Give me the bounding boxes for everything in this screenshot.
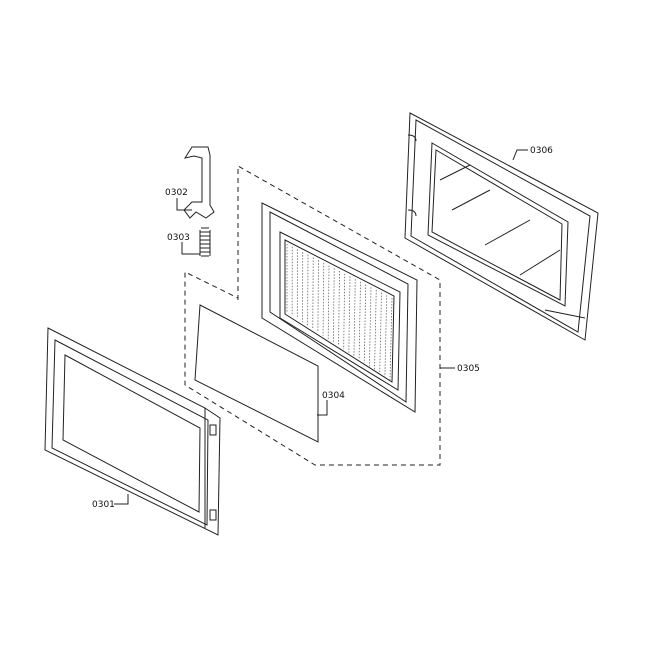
mesh-line [353, 279, 356, 357]
mesh-line [343, 273, 346, 350]
svg-text:0304: 0304 [322, 391, 345, 401]
mesh-line [369, 287, 372, 367]
label-0306: 0306 [512, 146, 553, 161]
mesh-line [317, 260, 319, 333]
part-0303-spring [199, 227, 211, 257]
label-0304: 0304 [317, 391, 345, 416]
svg-text:0303: 0303 [167, 233, 190, 243]
mesh-line [338, 270, 340, 347]
mesh-line [379, 292, 382, 374]
svg-text:0306: 0306 [530, 146, 553, 156]
label-0301: 0301 [92, 494, 129, 510]
part-0304-glass-pane [194, 304, 319, 443]
mesh-line [358, 281, 361, 360]
svg-text:0305: 0305 [457, 364, 480, 374]
mesh-line [384, 295, 388, 377]
svg-text:0301: 0301 [92, 500, 115, 510]
mesh-line [327, 265, 330, 340]
mesh-line [363, 284, 367, 364]
part-0306-door-frame [404, 112, 599, 341]
part-0305-mesh-panel [261, 202, 418, 413]
assembly-dashed-outline [184, 165, 441, 466]
mesh-line [389, 297, 393, 381]
mesh-line [332, 268, 335, 343]
label-0302: 0302 [165, 188, 192, 211]
mesh-grid [286, 244, 393, 381]
label-0303: 0303 [167, 233, 200, 255]
part-0301-front-frame [44, 327, 221, 536]
part-0302-latch-hook [183, 146, 215, 219]
label-0305: 0305 [440, 364, 480, 374]
mesh-line [348, 276, 351, 353]
mesh-line [312, 257, 314, 330]
mesh-line [322, 262, 325, 336]
svg-text:0302: 0302 [165, 188, 188, 198]
mesh-line [374, 289, 377, 370]
